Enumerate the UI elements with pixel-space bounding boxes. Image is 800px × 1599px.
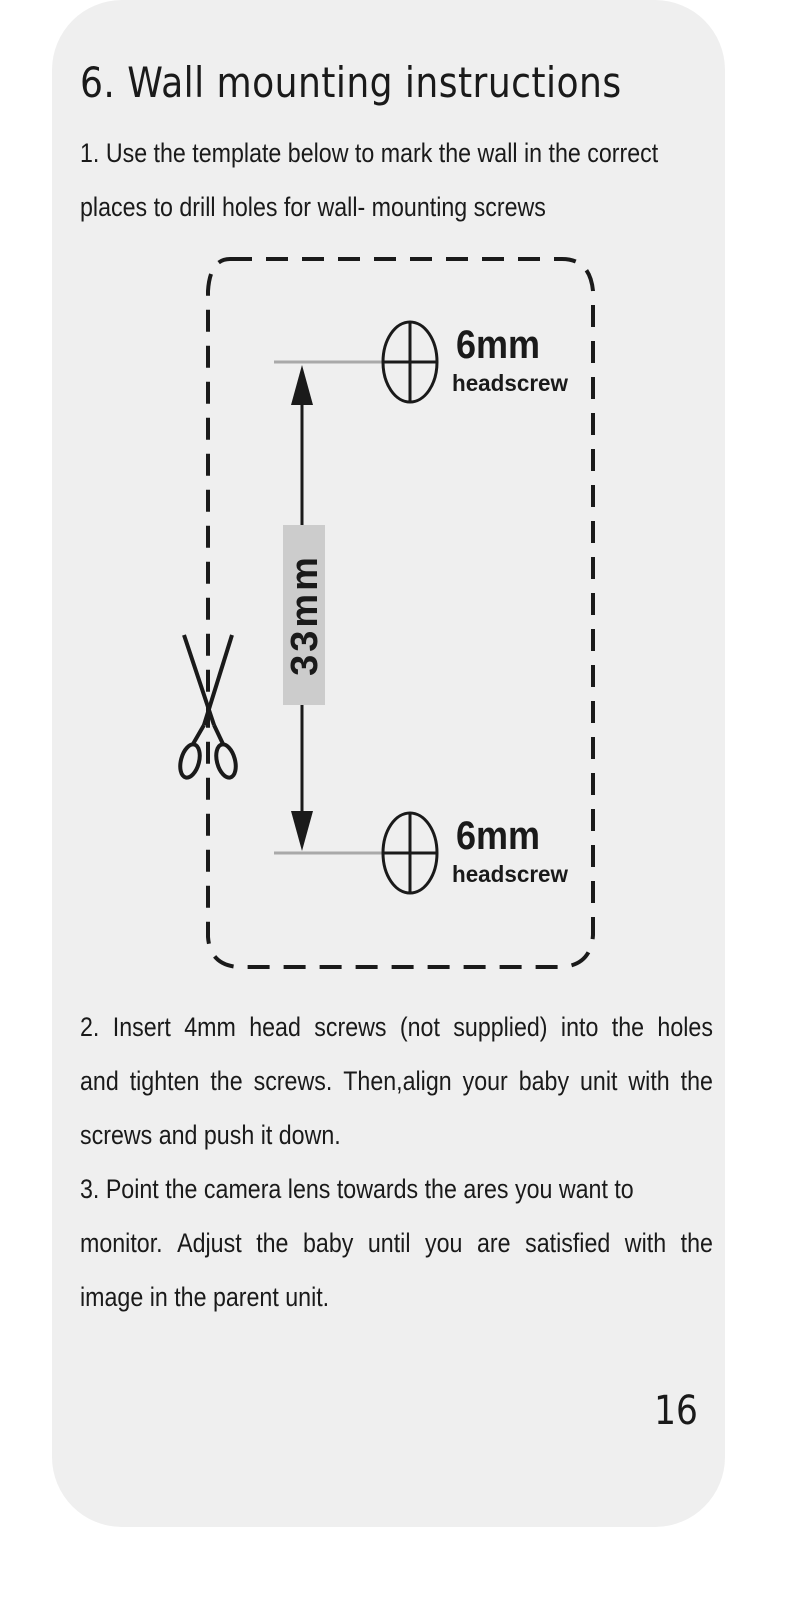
step-2-line: screws and push it down. <box>80 1120 341 1150</box>
scissors-icon <box>178 634 238 780</box>
template-drawing: 6mm headscrew 6mm headscrew 33mm <box>178 257 595 969</box>
mounting-template: 6mm headscrew 6mm headscrew 33mm <box>170 245 610 985</box>
step-3-line: image in the parent unit. <box>80 1282 330 1312</box>
distance-label-bg <box>283 525 325 705</box>
page-number: 16 <box>654 1388 698 1434</box>
step-3-text: 3. Point the camera lens towards the are… <box>80 1162 713 1324</box>
cut-line <box>206 257 595 969</box>
arrow-up-icon <box>291 365 313 405</box>
top-screw-size: 6mm <box>456 323 540 367</box>
top-screw-type: headscrew <box>452 370 568 396</box>
step-1-line: 1. Use the template below to mark the wa… <box>80 138 659 168</box>
step-3-line: 3. Point the camera lens towards the are… <box>80 1174 634 1204</box>
arrow-down-icon <box>291 811 313 851</box>
step-1-line: places to drill holes for wall- mounting… <box>80 192 546 222</box>
distance-label: 33mm <box>284 554 326 676</box>
top-screw-marker <box>381 320 439 404</box>
bottom-screw-marker <box>381 811 439 895</box>
page-card <box>52 0 725 1527</box>
bottom-screw-size: 6mm <box>456 814 540 858</box>
step-1-text: 1. Use the template below to mark the wa… <box>80 126 699 234</box>
section-title: 6. Wall mounting instructions <box>80 58 622 107</box>
bottom-screw-type: headscrew <box>452 861 568 887</box>
